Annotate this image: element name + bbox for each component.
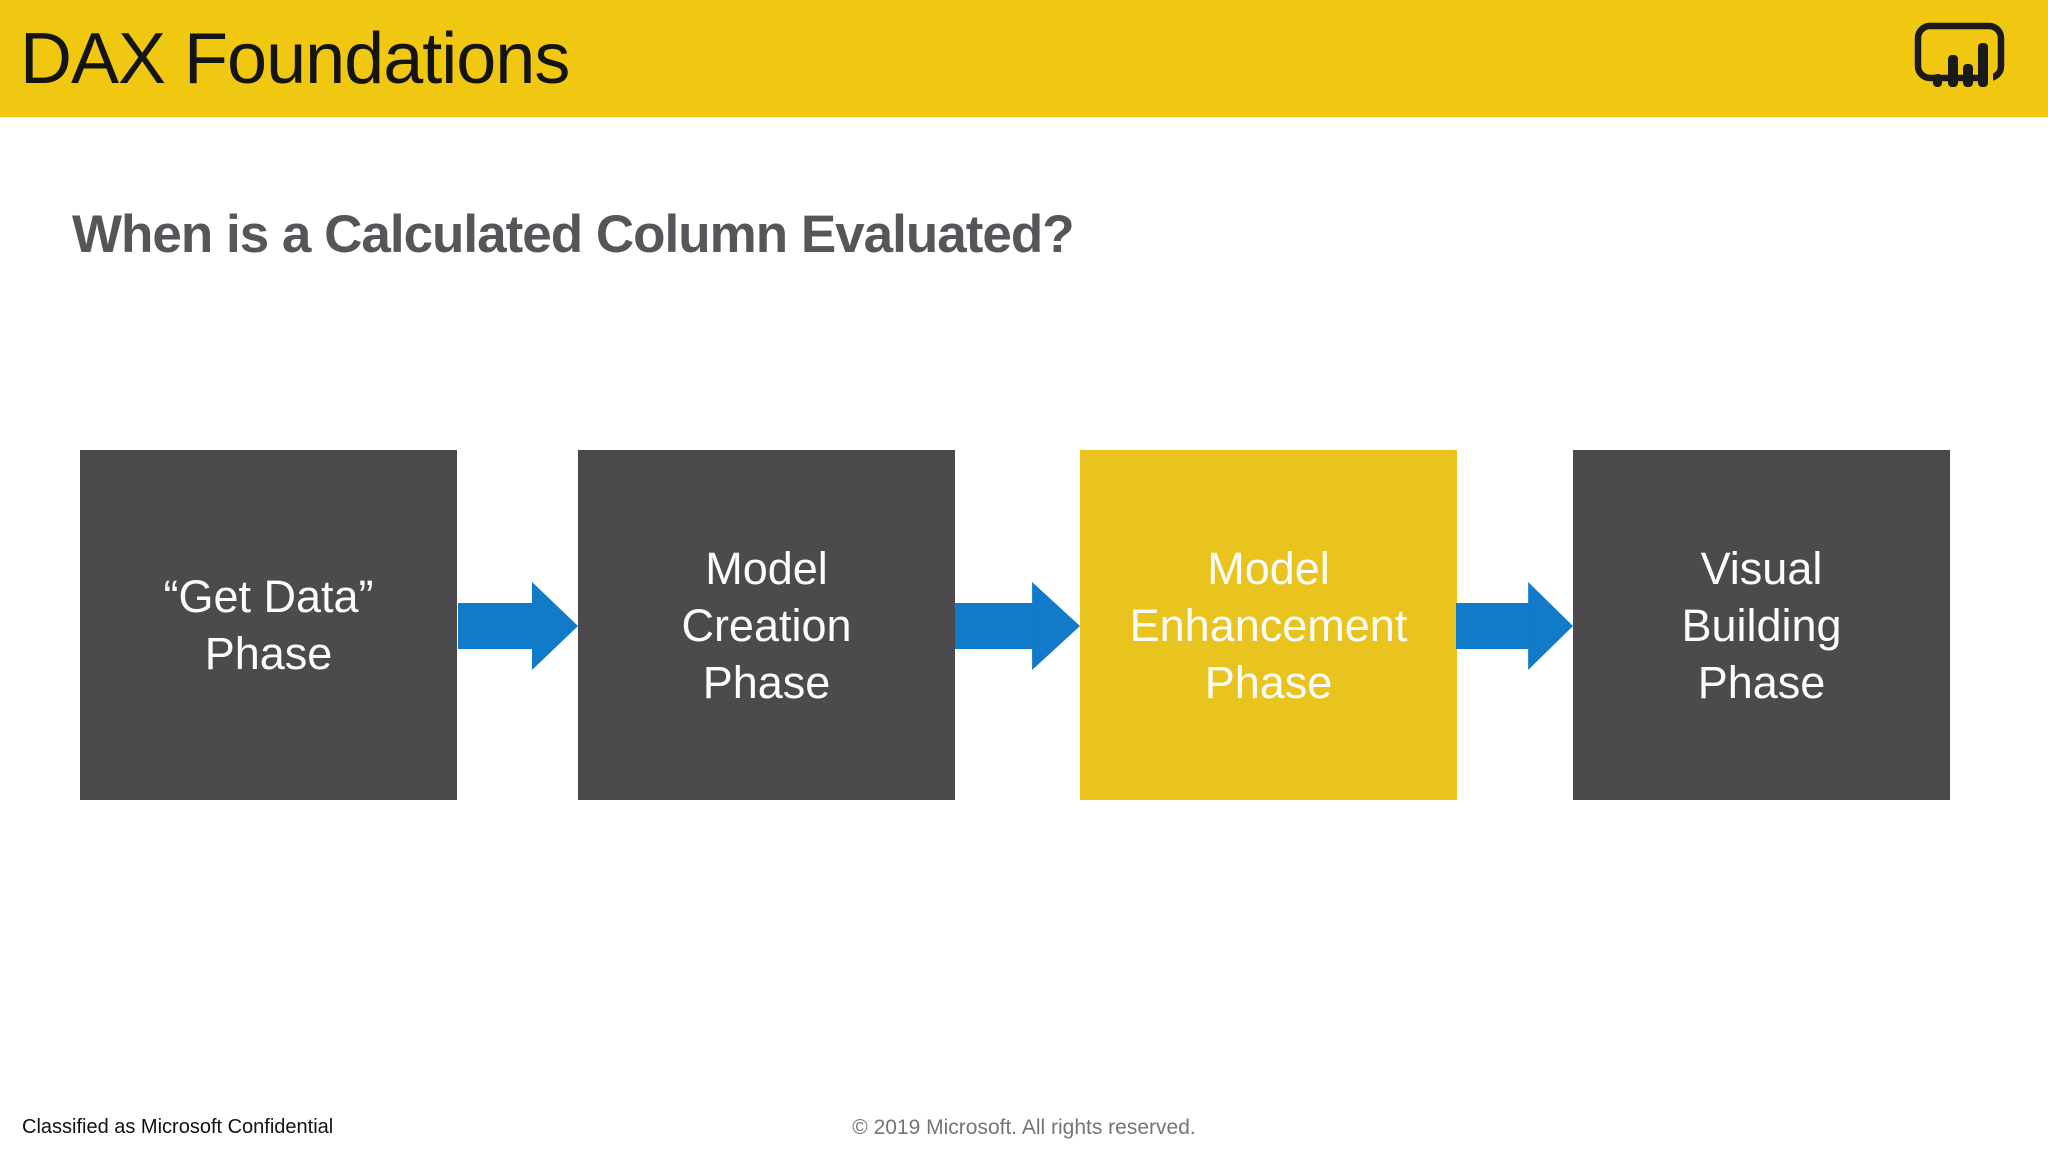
slide-heading: When is a Calculated Column Evaluated? bbox=[72, 205, 1075, 264]
footer-classification-label: Classified as Microsoft Confidential bbox=[22, 1116, 334, 1138]
step-label-line: Phase bbox=[204, 628, 333, 679]
step-label-line: Model bbox=[1207, 542, 1330, 594]
step-label-line: Building bbox=[1681, 599, 1842, 651]
step-label-line: “Get Data” bbox=[163, 571, 374, 622]
power-bi-icon bbox=[1914, 22, 2005, 87]
step-label-line: Visual bbox=[1700, 542, 1823, 594]
arrow-right-icon bbox=[955, 578, 1080, 674]
header-bar: DAX Foundations bbox=[0, 0, 2048, 117]
footer-copyright-label: © 2019 Microsoft. All rights reserved. bbox=[852, 1116, 1196, 1139]
step-label-line: Enhancement bbox=[1129, 599, 1408, 651]
step-label-line: Model bbox=[705, 542, 828, 594]
flow-step-get-data-phase: “Get Data” Phase bbox=[80, 450, 457, 800]
flow-step-visual-building-phase: Visual Building Phase bbox=[1573, 450, 1950, 800]
step-label-line: Phase bbox=[702, 656, 831, 708]
arrow-right-icon bbox=[1456, 578, 1573, 674]
header-title: DAX Foundations bbox=[20, 18, 570, 99]
step-label-line: Creation bbox=[681, 599, 852, 651]
step-label-line: Phase bbox=[1204, 656, 1333, 708]
flow-step-model-creation-phase: Model Creation Phase bbox=[578, 450, 955, 800]
flow-step-model-enhancement-phase: Model Enhancement Phase bbox=[1080, 450, 1457, 800]
step-label-line: Phase bbox=[1697, 656, 1826, 708]
arrow-right-icon bbox=[458, 578, 578, 674]
